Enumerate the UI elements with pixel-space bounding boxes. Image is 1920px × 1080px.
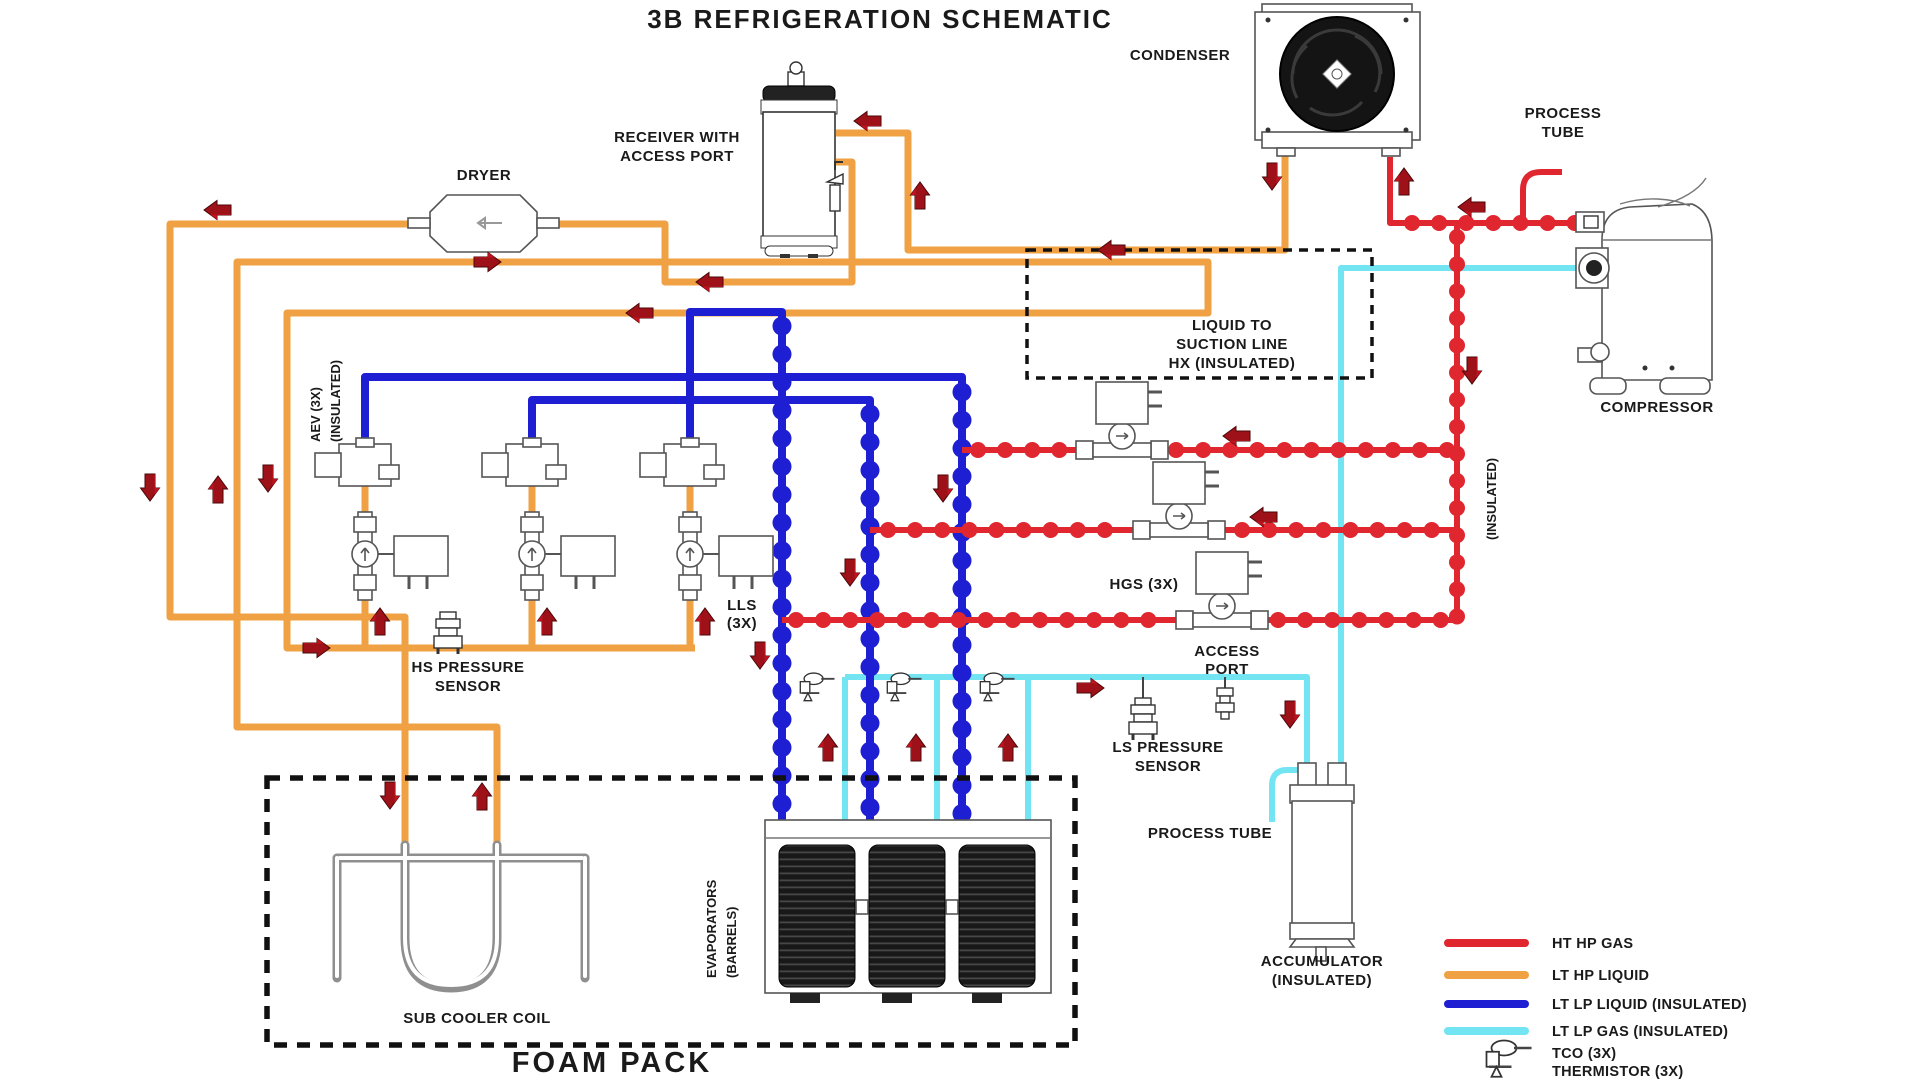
accumulator-unit (1288, 762, 1356, 962)
liquid-drop-3 (686, 308, 786, 848)
hx-insulated-box (1025, 248, 1374, 380)
aev-label-1: AEV (3X) (308, 387, 323, 442)
hs-sensor-label-1: HS PRESSURE (411, 659, 524, 676)
receiver-label-1: RECEIVER WITH (614, 129, 740, 146)
legend-label-lt-lp-liquid: LT LP LIQUID (INSULATED) (1552, 997, 1747, 1013)
dryer-flow-arrow-icon (476, 216, 502, 230)
pipe-receiver-to-dryer (537, 158, 856, 286)
legend-tco-icon (1485, 1039, 1533, 1078)
lls-label-1: LLS (727, 597, 757, 614)
sub-cooler-coil (332, 840, 590, 993)
sensor-stubs (1142, 677, 1226, 702)
process-tube-top-label-2: TUBE (1542, 124, 1585, 141)
ls-sensor-label-1: LS PRESSURE (1112, 739, 1223, 756)
hs-sensor-label-2: SENSOR (435, 678, 501, 695)
receiver-access-valve-icon (824, 161, 844, 212)
lls-valve-3 (675, 510, 775, 602)
process-tube-stub (1520, 169, 1562, 223)
condenser-unit (1254, 3, 1421, 157)
hgs-label: HGS (3X) (1109, 576, 1178, 593)
tco-thermistor-icon-1 (799, 672, 836, 702)
hgs-valve-2 (1131, 460, 1227, 541)
hx-label-3: HX (INSULATED) (1169, 355, 1296, 372)
aev-valve-1 (314, 437, 400, 487)
lls-valve-2 (517, 510, 617, 602)
accumulator-label-1: ACCUMULATOR (1261, 953, 1383, 970)
process-tube-top-label-1: PROCESS (1525, 105, 1602, 122)
hgs-valve-3 (1174, 550, 1270, 631)
aev-valve-2 (481, 437, 567, 487)
hx-label-1: LIQUID TO (1192, 317, 1272, 334)
insulated-line-label: (INSULATED) (1484, 458, 1499, 540)
evaporators-label-1: EVAPORATORS (704, 879, 719, 978)
dryer-unit (407, 194, 560, 253)
foam-pack-box (264, 775, 1078, 1048)
ht-hp-gas-beads (788, 215, 1588, 628)
accumulator-process-tube (1269, 767, 1307, 822)
pipe-suction-header (845, 674, 1310, 785)
condenser-label: CONDENSER (1130, 47, 1230, 64)
aev-valve-3 (639, 437, 725, 487)
access-port-label-1: ACCESS (1194, 643, 1260, 660)
ls-sensor-label-2: SENSOR (1135, 758, 1201, 775)
suction-access-port-icon (1215, 687, 1235, 720)
process-tube-bottom-label: PROCESS TUBE (1148, 825, 1272, 842)
pipe-condenser-to-receiver (836, 129, 1289, 254)
ls-pressure-sensor-icon (1127, 696, 1159, 742)
lls-label-2: (3X) (727, 615, 757, 632)
foam-pack-label: FOAM PACK (512, 1047, 712, 1079)
pipe-dryer-to-subcooler (166, 220, 430, 845)
compressor-label: COMPRESSOR (1600, 399, 1713, 416)
hgs-valve-1 (1074, 380, 1170, 461)
legend-label-lt-lp-gas: LT LP GAS (INSULATED) (1552, 1024, 1728, 1040)
receiver-label-2: ACCESS PORT (620, 148, 734, 165)
dryer-label: DRYER (457, 167, 511, 184)
sub-cooler-label: SUB COOLER COIL (403, 1010, 551, 1027)
liquid-drop-2 (528, 396, 874, 848)
evaporators-unit (764, 819, 1052, 1003)
lls-valve-1 (350, 510, 450, 602)
legend-label-lt-hp-liquid: LT HP LIQUID (1552, 968, 1649, 984)
hx-label-2: SUCTION LINE (1176, 336, 1288, 353)
discharge-header (1387, 157, 1592, 226)
legend-label-tco: TCO (3X) (1552, 1046, 1616, 1062)
pipe-accumulator-to-compressor (1338, 265, 1597, 785)
lt-hp-liquid-lines (166, 129, 1289, 845)
hs-pressure-sensor-icon (432, 610, 464, 656)
evaporators-label-2: (BARRELS) (724, 907, 739, 979)
compressor-unit (1575, 177, 1713, 395)
receiver-unit (760, 61, 844, 258)
schematic-title: 3B REFRIGERATION SCHEMATIC (647, 4, 1113, 34)
aev-label-2: (INSULATED) (328, 360, 343, 442)
legend: HT HP GAS LT HP LIQUID LT LP LIQUID (INS… (1444, 936, 1747, 1080)
accumulator-label-2: (INSULATED) (1272, 972, 1372, 989)
pipe-subcooler-to-hx-to-valves (233, 258, 1212, 845)
legend-label-thermistor: THERMISTOR (3X) (1552, 1064, 1684, 1080)
legend-label-ht-hp-gas: HT HP GAS (1552, 936, 1633, 952)
access-port-label-2: PORT (1205, 661, 1249, 678)
